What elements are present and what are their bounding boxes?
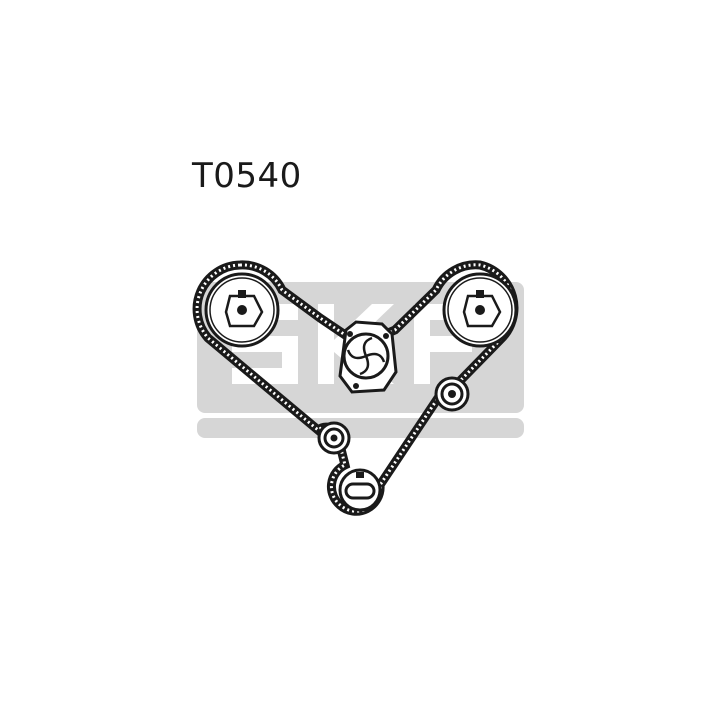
- part-code-label: T0540: [192, 156, 302, 196]
- water-pump-impeller: [346, 336, 386, 376]
- left-tensioner-pulley: [317, 421, 351, 455]
- crankshaft-sprocket: [338, 468, 382, 512]
- right-idler-pulley: [434, 376, 470, 412]
- water-pump: [338, 320, 398, 394]
- right-camshaft-sprocket: [442, 272, 518, 348]
- crankshaft-key: [344, 482, 376, 500]
- left-camshaft-sprocket: [204, 272, 280, 348]
- watermark-bottom-bar: [197, 418, 524, 438]
